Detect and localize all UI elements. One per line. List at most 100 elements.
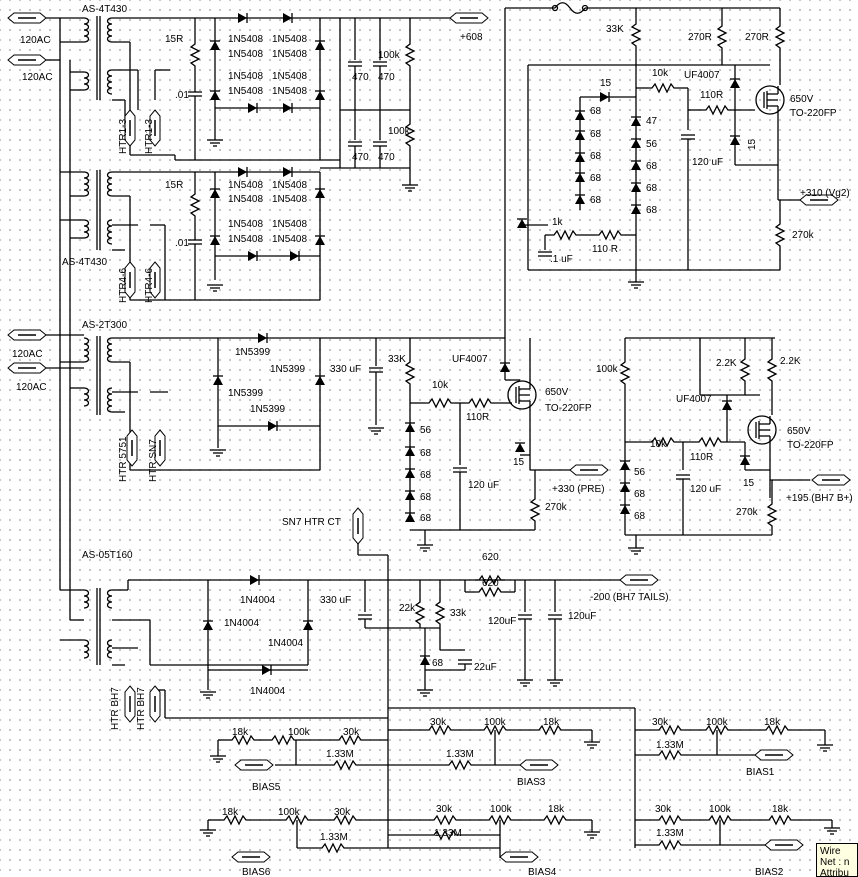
resistor-label: 18k	[222, 807, 239, 818]
tooltip-line: Attribu	[820, 868, 849, 877]
bias1-connector[interactable]	[754, 749, 794, 761]
resistor-label: 620	[482, 552, 499, 563]
diode-label: 1N5399	[250, 404, 285, 415]
mosfet-label: 650V	[790, 94, 814, 105]
heater-connector[interactable]	[149, 685, 161, 723]
heater-label: HTR4-6	[144, 268, 155, 303]
output-connector-minus200[interactable]	[619, 574, 659, 586]
ac-label: 120AC	[20, 35, 51, 46]
resistor-label: 10k	[650, 439, 667, 450]
diode-label: 1N5408	[228, 194, 263, 205]
resistor-label: 33K	[606, 24, 624, 35]
resistor-label: 2.2K	[780, 356, 801, 367]
voltage-label: +608	[460, 32, 483, 43]
wire-tooltip: Wire Net : n Attribu	[816, 843, 858, 877]
zener-label: 68	[646, 183, 658, 194]
capacitor-label: 470	[378, 72, 395, 83]
transformer-4	[83, 588, 113, 665]
diode-label: 1N5408	[272, 34, 307, 45]
resistor-label: 100k	[709, 804, 732, 815]
ac-input-connector[interactable]	[7, 54, 47, 66]
resistor-label: 110 R	[592, 244, 618, 255]
rectifier-block-1	[112, 12, 450, 192]
resistor-label: 270k	[736, 507, 759, 518]
resistor-label: 110R	[690, 452, 713, 463]
resistor-label: 22k	[399, 603, 416, 614]
heater-taps-mid	[112, 391, 168, 413]
output-connector-195[interactable]	[811, 474, 851, 486]
heater-label: HTR BH7	[110, 687, 121, 730]
diode-label: 1N5408	[228, 71, 263, 82]
capacitor-label: 120uF	[488, 616, 516, 627]
voltage-label: -200 (BH7 TAILS)	[590, 592, 669, 603]
rectifier-block-4	[112, 540, 620, 848]
resistor-label: 33K	[388, 354, 406, 365]
zener-label: 15	[747, 138, 758, 150]
diode-label: 1N5399	[235, 347, 270, 358]
heater-connector[interactable]	[124, 685, 136, 723]
bias3-connector[interactable]	[519, 759, 559, 771]
diode-label: UF4007	[452, 354, 488, 365]
ac-input-connector[interactable]	[7, 12, 47, 24]
bias5-connector[interactable]	[234, 759, 274, 771]
sn7-heater-connector[interactable]	[352, 507, 364, 545]
resistor-label: 1.33M	[320, 832, 348, 843]
mosfet-label: TO-220FP	[787, 440, 834, 451]
heater-label: SN7 HTR CT	[282, 517, 341, 528]
bias-label: BIAS3	[517, 777, 546, 788]
capacitor-label: 120 uF	[692, 157, 723, 168]
bias2-connector[interactable]	[764, 839, 804, 851]
diode-label: UF4007	[684, 70, 720, 81]
resistor-label: 30k	[655, 804, 672, 815]
voltage-label: +310 (Vg2)	[800, 188, 850, 199]
capacitor-label: 120uF	[568, 611, 596, 622]
zener-label: 68	[432, 658, 444, 669]
mosfet-label: 650V	[787, 426, 811, 437]
resistor-label: 270R	[688, 32, 712, 43]
resistor-label: 620	[482, 578, 499, 589]
resistor-label: 100k	[378, 50, 401, 61]
transformer-2	[83, 170, 113, 250]
resistor-label: 30k	[436, 804, 453, 815]
resistor-label: 110R	[700, 90, 723, 101]
ac-input-connector[interactable]	[7, 329, 47, 341]
diode-label: 1N5399	[228, 388, 263, 399]
transformer-3	[83, 336, 113, 415]
resistor-label: 270k	[792, 230, 815, 241]
output-connector-608[interactable]	[449, 12, 489, 24]
diode-label: 1N5399	[270, 364, 305, 375]
bias-label: BIAS5	[252, 782, 281, 793]
heater-label: HTR1-3	[144, 119, 155, 154]
resistor-label: 18k	[772, 804, 789, 815]
resistor-label: 18k	[548, 804, 565, 815]
zener-label: 68	[420, 470, 432, 481]
transformer-label: AS-4T430	[62, 257, 107, 268]
diode-label: 1N5408	[272, 180, 307, 191]
tooltip-line: Net : n	[820, 857, 850, 868]
resistor-label: 1.33M	[434, 828, 462, 839]
zener-label: 56	[420, 425, 432, 436]
diode-label: 1N4004	[240, 595, 275, 606]
resistor-label: 100k	[388, 126, 411, 137]
transformer-label: AS-4T430	[82, 4, 127, 15]
diode-label: 1N4004	[268, 638, 303, 649]
output-connector-330[interactable]	[569, 464, 609, 476]
zener-label: 68	[646, 161, 658, 172]
resistor-label: 10k	[652, 68, 669, 79]
diode-label: UF4007	[676, 394, 712, 405]
zener-label: 68	[420, 513, 432, 524]
bias4-connector[interactable]	[499, 851, 539, 863]
resistor-label: 1.33M	[656, 828, 684, 839]
resistor-label: 18k	[543, 717, 560, 728]
regulator-195	[619, 337, 810, 555]
ac-input-connector[interactable]	[7, 362, 47, 374]
diode-label: 1N5408	[272, 86, 307, 97]
bias6-connector[interactable]	[231, 851, 271, 863]
bias-label: BIAS2	[755, 867, 784, 877]
tooltip-line: Wire	[820, 846, 841, 857]
zener-label: 68	[590, 173, 602, 184]
zener-label: 68	[590, 151, 602, 162]
resistor-label: 1.33M	[656, 740, 684, 751]
